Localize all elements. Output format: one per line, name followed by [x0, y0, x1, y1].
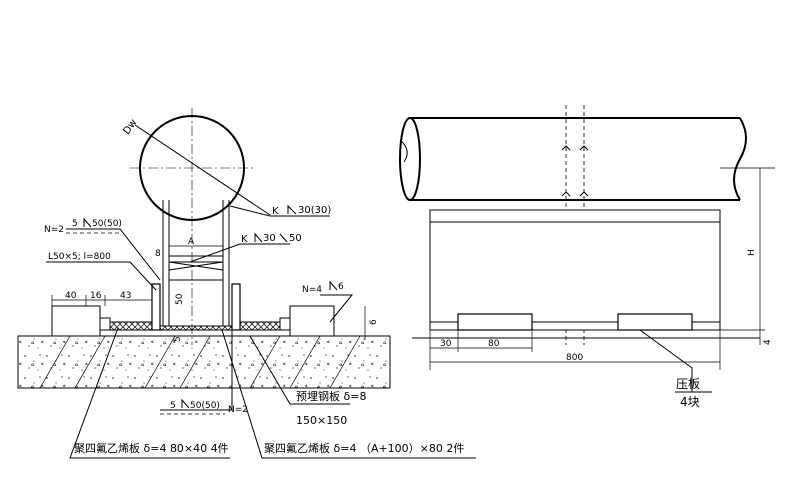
pipe-right-end — [733, 117, 747, 201]
weld-top-leader — [66, 228, 161, 281]
pipe-side-body — [410, 117, 740, 201]
base-angle-right — [231, 283, 241, 331]
weld-inner-leader — [189, 243, 290, 263]
weld-main-leader — [229, 205, 330, 217]
embedded-plate-leader — [249, 335, 350, 405]
ptfe-small-label: 聚四氟乙烯板 δ=4 80×40 4件 — [74, 441, 229, 455]
pipe-diameter-leader — [134, 124, 271, 216]
pipe-left-end — [399, 117, 421, 201]
weld-bottom-value2: 50(50) — [190, 401, 220, 411]
dim-40: 40 — [65, 291, 77, 301]
press-plate-left — [457, 313, 533, 331]
dim-8: 8 — [155, 249, 161, 259]
press-plate-label: 压板 — [676, 377, 700, 391]
weld-inner-value2: 50 — [289, 233, 302, 244]
dim-a: A — [188, 237, 195, 247]
support-body — [429, 209, 721, 323]
weld-inner-symbol2 — [279, 233, 288, 243]
ptfe-plate-right — [237, 321, 281, 331]
press-plate-leader — [639, 329, 693, 392]
base-plate — [429, 321, 721, 331]
support-struts — [162, 200, 230, 326]
dim-4: 4 — [763, 339, 773, 345]
dim-43: 43 — [120, 291, 131, 301]
weld-inner-symbol — [254, 232, 263, 243]
dim-50: 50 — [175, 293, 185, 305]
weld-bottom-value: 5 — [170, 401, 176, 411]
press-plate-right — [617, 313, 693, 331]
embedded-steel-plate — [99, 329, 291, 337]
embedded-plate-size: 150×150 — [296, 414, 347, 427]
left-grout-block — [51, 305, 101, 337]
weld-right-symbol — [329, 280, 338, 291]
weld-main-k: K — [272, 206, 279, 217]
press-plate-qty: 4块 — [680, 395, 700, 409]
angle-leader — [46, 261, 157, 291]
weld-right-leader — [320, 294, 354, 323]
right-hold-plate — [279, 317, 291, 330]
dim-5: 5 — [173, 336, 183, 342]
weld-bottom-n: N=2 — [228, 405, 248, 415]
weld-top-value: 5 — [72, 219, 78, 229]
weld-top-n: N=2 — [44, 225, 64, 235]
ptfe-large-leader — [221, 329, 476, 459]
weld-bottom-leader — [160, 330, 233, 411]
weld-right-value: 6 — [338, 282, 344, 292]
dim-80: 80 — [488, 339, 500, 349]
left-view: Dw K 30(30) K 30 50 N=2 5 50(50) L50×5; … — [17, 108, 476, 459]
ptfe-plate-center — [159, 325, 233, 331]
weld-right-n: N=4 — [302, 285, 322, 295]
weld-top-symbol — [83, 217, 92, 228]
weld-main-value: 30(30) — [298, 205, 331, 216]
base-angle-left — [151, 283, 161, 331]
weld-main-symbol — [287, 204, 297, 215]
dim-800: 800 — [566, 353, 583, 363]
ptfe-large-label: 聚四氟乙烯板 δ=4 （A+100）×80 2件 — [264, 441, 464, 455]
ptfe-small-leader — [69, 327, 230, 459]
dim-30: 30 — [440, 339, 452, 349]
ptfe-plate-left — [109, 321, 153, 331]
angle-label: L50×5; l=800 — [48, 252, 111, 262]
weld-inner-k: K — [241, 234, 248, 245]
embedded-plate-label: 预埋钢板 δ=8 — [296, 389, 366, 403]
right-grout-block — [289, 305, 335, 337]
weld-top-value2: 50(50) — [92, 219, 122, 229]
weld-bottom-symbol — [181, 398, 190, 409]
dim-h: H — [747, 249, 757, 256]
pipe-diameter-label: Dw — [121, 117, 139, 136]
weld-inner-value: 30 — [263, 233, 276, 244]
dim-16: 16 — [90, 291, 102, 301]
dim-6: 6 — [369, 319, 379, 325]
right-view: 30 80 800 H 4 压板 4块 — [399, 105, 775, 409]
left-hold-plate — [99, 317, 111, 330]
